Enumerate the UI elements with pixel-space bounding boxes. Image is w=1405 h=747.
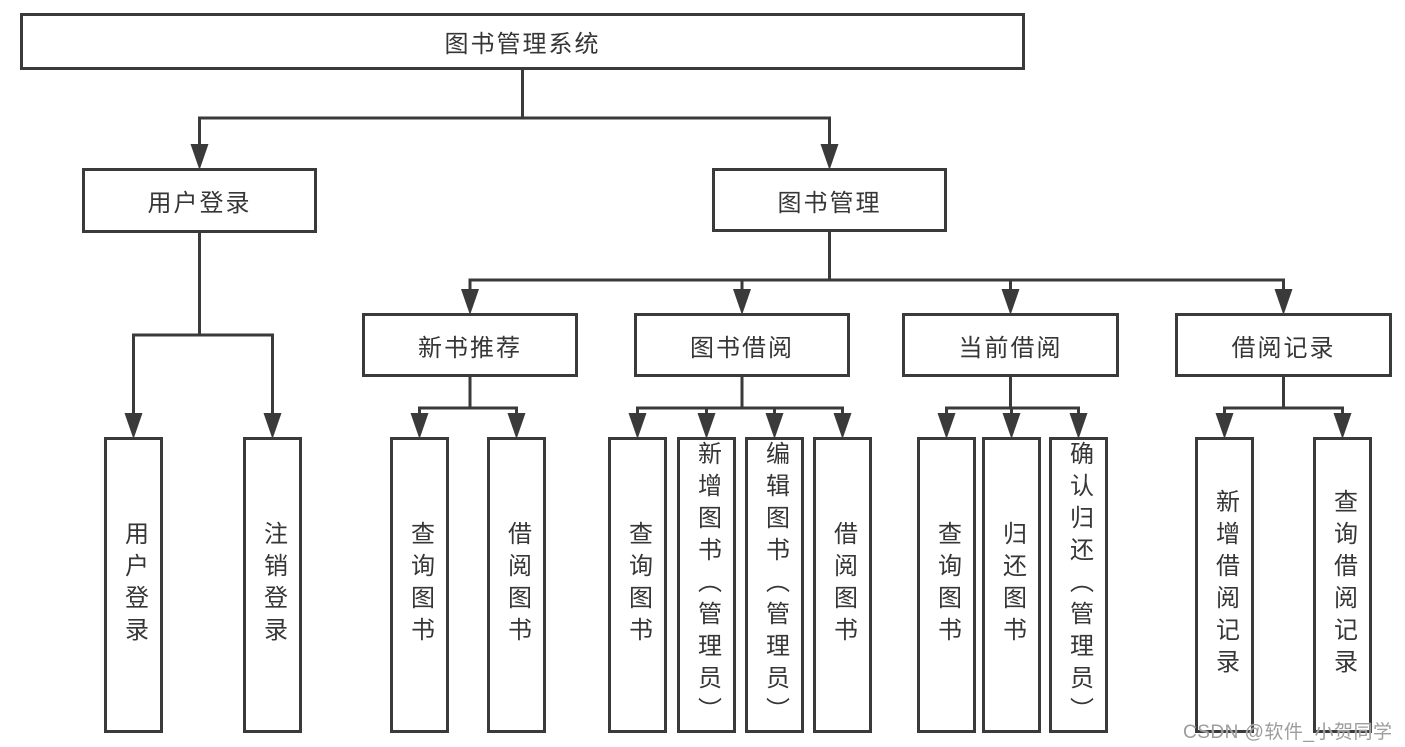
arrowhead-icon [697,413,716,439]
node-c2: 归还图书 [982,437,1041,733]
node-label: 用户登录 [120,521,148,649]
arrowhead-icon [765,413,784,439]
arrowhead-icon [461,289,479,315]
arrowhead-icon [833,413,852,439]
node-u2: 注销登录 [243,437,302,733]
arrowhead-icon [1274,289,1293,315]
node-label: 图书管理系统 [444,31,601,58]
node-label: 新增借阅记录 [1211,489,1239,681]
node-label: 新增图书（管理员） [693,441,721,729]
node-d1: 新增借阅记录 [1195,437,1254,733]
arrowhead-icon [410,413,429,439]
node-root: 图书管理系统 [20,13,1025,70]
node-c3: 确认归还（管理员） [1049,437,1108,733]
node-c1: 查询图书 [917,437,976,733]
node-label: 编辑图书（管理员） [761,441,789,729]
arrowhead-icon [1215,413,1234,439]
node-g3: 当前借阅 [902,313,1119,377]
node-mgmt: 图书管理 [712,168,947,232]
arrowhead-icon [1002,413,1021,439]
node-a2: 借阅图书 [487,437,546,733]
arrowhead-icon [124,413,143,439]
arrowhead-icon [190,144,209,170]
watermark: CSDN @软件_小贺同学 [1183,722,1393,743]
node-label: 图书管理 [777,189,882,217]
node-label: 借阅图书 [829,521,857,649]
node-d2: 查询借阅记录 [1313,437,1372,733]
node-b1: 查询图书 [608,437,667,733]
arrowhead-icon [1001,289,1020,315]
node-label: 借阅图书 [503,521,531,649]
node-b3: 编辑图书（管理员） [745,437,804,733]
arrowhead-icon [733,289,751,315]
arrowhead-icon [628,413,647,439]
node-label: 查询图书 [406,521,434,649]
arrowhead-icon [1333,413,1352,439]
node-login: 用户登录 [82,168,317,233]
node-label: 当前借阅 [958,334,1063,362]
node-a1: 查询图书 [390,437,449,733]
arrowhead-icon [820,144,839,170]
node-label: 用户登录 [147,190,252,217]
node-g1: 新书推荐 [362,313,578,377]
node-label: 查询借阅记录 [1329,489,1357,681]
node-label: 注销登录 [259,521,287,649]
arrowhead-icon [1069,413,1088,439]
node-label: 确认归还（管理员） [1065,441,1093,729]
node-label: 查询图书 [933,521,961,649]
node-b2: 新增图书（管理员） [677,437,736,733]
node-u1: 用户登录 [104,437,163,733]
arrowhead-icon [263,413,282,439]
arrowhead-icon [937,413,956,439]
arrowhead-icon [507,413,526,439]
node-g2: 图书借阅 [634,313,850,377]
node-label: 查询图书 [624,521,652,649]
node-label: 借阅记录 [1231,334,1336,362]
node-label: 新书推荐 [418,334,522,362]
node-g4: 借阅记录 [1175,313,1392,377]
node-b4: 借阅图书 [813,437,872,733]
node-label: 归还图书 [998,521,1026,649]
node-label: 图书借阅 [690,334,794,362]
